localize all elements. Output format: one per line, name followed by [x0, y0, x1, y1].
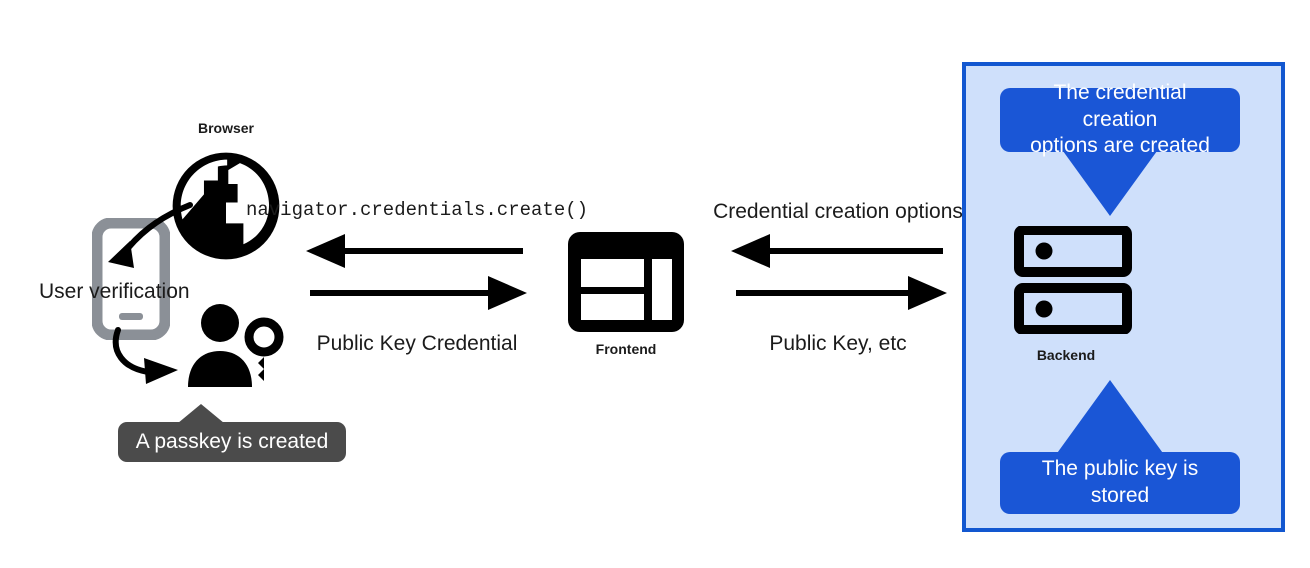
arrow-right-icon-right-bottom	[736, 276, 947, 310]
arrow-left-icon-left-top	[306, 234, 523, 268]
callout-top-pointer	[1055, 140, 1165, 216]
flow-label-public-key-etc: Public Key, etc	[769, 332, 907, 355]
smartphone-icon	[92, 218, 170, 340]
backend-callout-bottom: The public key is stored	[1000, 452, 1240, 514]
globe-icon	[172, 152, 280, 260]
backend-callout-top-line1: The credential creation	[1053, 80, 1187, 131]
backend-callout-bottom-line1: The public key is	[1041, 457, 1199, 481]
passkey-callout: A passkey is created	[118, 422, 346, 462]
callout-bottom-pointer	[1055, 380, 1165, 456]
arrow-right-icon-left-bottom	[310, 276, 527, 310]
user-verification-label: User verification	[39, 280, 190, 303]
window-layout-icon	[568, 232, 684, 332]
backend-callout-bottom-line2: stored	[1090, 484, 1150, 507]
browser-label: Browser	[197, 120, 255, 136]
backend-callout-top-line2: options are created	[1030, 134, 1210, 158]
user-with-key-icon	[188, 304, 284, 387]
flow-label-public-key-credential: Public Key Credential	[316, 332, 518, 355]
flow-label-navigator-create: navigator.credentials.create()	[245, 199, 589, 221]
flow-label-credential-creation-options: Credential creation options	[713, 200, 963, 223]
backend-label: Backend	[1036, 347, 1096, 363]
backend-callout-top: The credential creation options are crea…	[1000, 81, 1240, 157]
frontend-label: Frontend	[595, 341, 657, 357]
server-stack-icon	[1014, 226, 1132, 334]
arrow-left-icon-right-top	[731, 234, 943, 268]
